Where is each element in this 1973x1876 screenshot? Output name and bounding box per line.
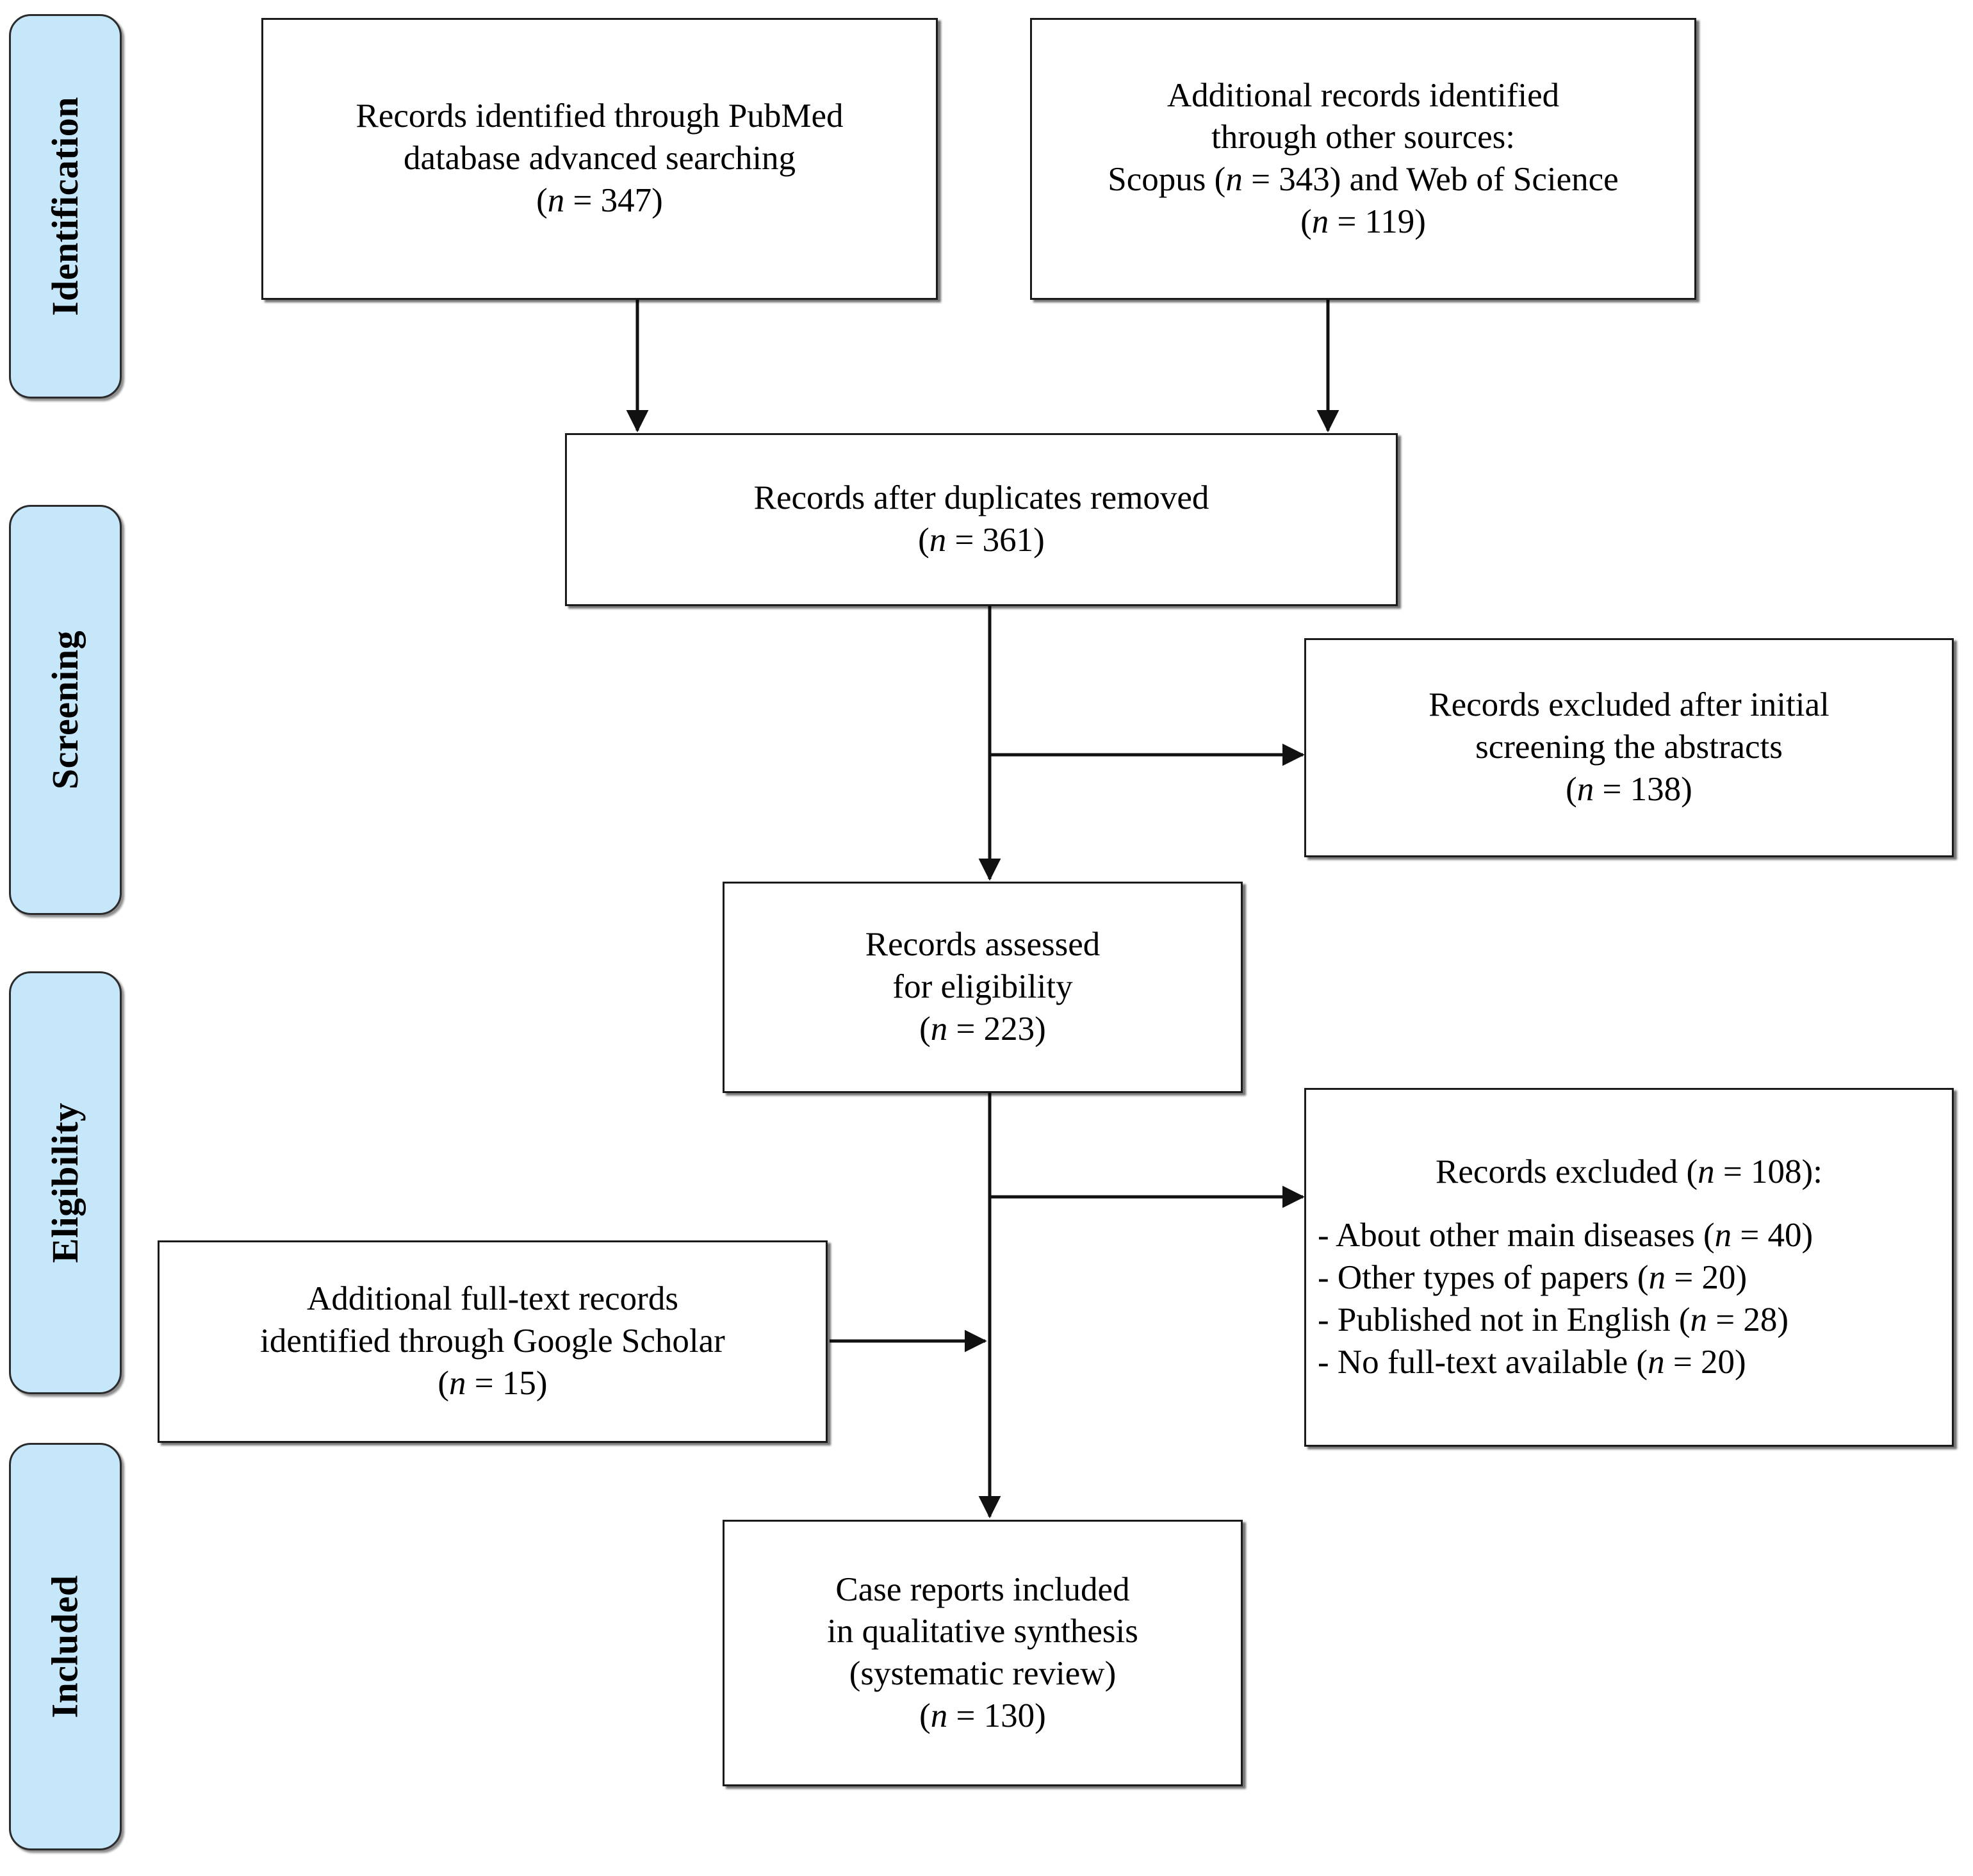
box-line: Records identified through PubMed (356, 97, 844, 135)
stage-pill-identification: Identification (9, 14, 122, 399)
box-case-reports-included: Case reports included in qualitative syn… (723, 1520, 1243, 1786)
box-count: (n = 361) (918, 522, 1045, 559)
box-line: through other sources: (1211, 119, 1515, 156)
box-line: for eligibility (892, 968, 1073, 1006)
box-line: database advanced searching (403, 140, 796, 177)
box-line: Scopus (n = 343) and Web of Science (1108, 161, 1619, 198)
box-count: (n = 138) (1566, 770, 1692, 808)
box-records-after-duplicates-removed: Records after duplicates removed (n = 36… (565, 433, 1398, 606)
box-line: Records after duplicates removed (753, 479, 1209, 517)
box-records-identified-pubmed: Records identified through PubMed databa… (261, 18, 938, 300)
box-line: Records excluded after initial (1429, 686, 1830, 724)
box-additional-fulltext-google-scholar: Additional full-text records identified … (158, 1240, 828, 1443)
box-records-assessed-for-eligibility: Records assessed for eligibility (n = 22… (723, 882, 1243, 1093)
box-line: Additional full-text records (307, 1280, 678, 1318)
box-line: identified through Google Scholar (260, 1322, 725, 1360)
box-records-excluded-eligibility: Records excluded (n = 108): - About othe… (1304, 1088, 1954, 1447)
box-additional-records-other-sources: Additional records identified through ot… (1030, 18, 1696, 300)
stage-label-included: Included (44, 1575, 86, 1718)
box-line: Case reports included (835, 1570, 1130, 1608)
box-line: screening the abstracts (1475, 728, 1783, 766)
excluded-reason: - Published not in English (n = 28) (1318, 1301, 1789, 1338)
box-count: (n = 223) (919, 1010, 1046, 1048)
stage-pill-screening: Screening (9, 505, 122, 915)
box-line: Records assessed (865, 926, 1101, 964)
stage-label-screening: Screening (44, 630, 86, 790)
box-line: in qualitative synthesis (827, 1613, 1138, 1650)
excluded-heading: Records excluded (n = 108): (1436, 1153, 1822, 1190)
box-line: Additional records identified (1167, 76, 1560, 114)
excluded-reason: - No full-text available (n = 20) (1318, 1343, 1746, 1381)
excluded-reason: - Other types of papers (n = 20) (1318, 1259, 1748, 1297)
box-count: (n = 15) (438, 1364, 548, 1402)
stage-label-eligibility: Eligibility (44, 1102, 86, 1263)
stage-pill-eligibility: Eligibility (9, 971, 122, 1394)
stage-label-identification: Identification (44, 96, 86, 317)
box-records-excluded-initial-screening: Records excluded after initial screening… (1304, 638, 1954, 857)
box-count: (n = 347) (536, 181, 663, 219)
box-count: (n = 130) (919, 1697, 1046, 1734)
box-count: (n = 119) (1300, 202, 1426, 240)
box-line: (systematic review) (849, 1655, 1117, 1692)
excluded-reason: - About other main diseases (n = 40) (1318, 1217, 1813, 1255)
stage-pill-included: Included (9, 1443, 122, 1850)
